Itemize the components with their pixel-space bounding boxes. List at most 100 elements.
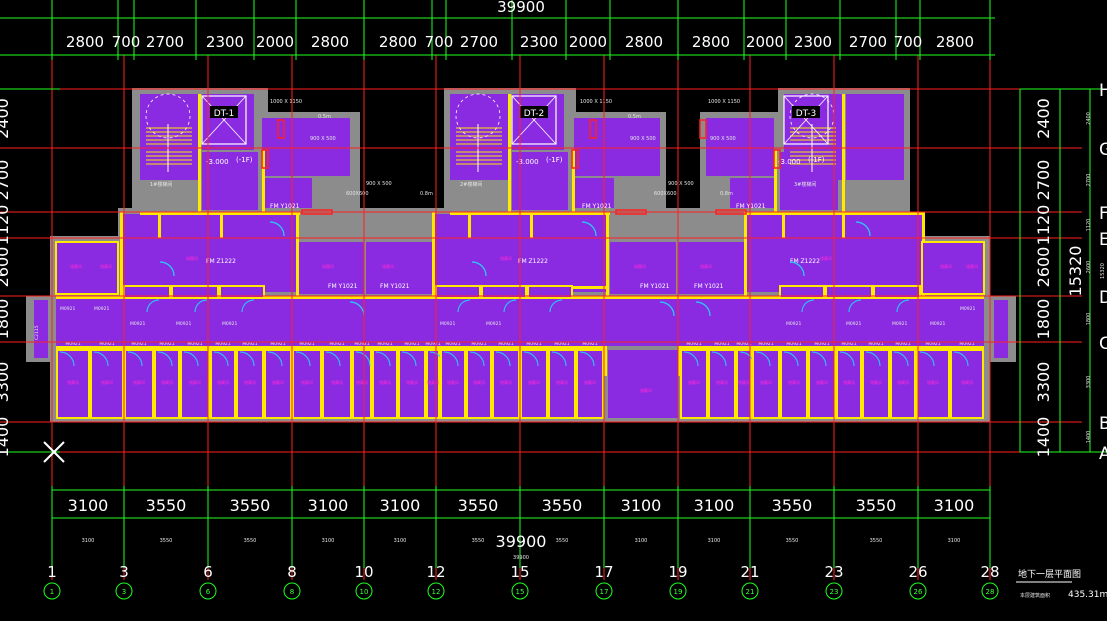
storage-cell [180,349,210,419]
yellow-wall [782,214,785,238]
door-tag: M0921 [425,341,440,347]
door-swing-icon [146,299,160,313]
door-swing-icon [241,299,255,313]
door-tag: M0921 [736,341,751,347]
column-axis-bubble-label: 17 [600,588,609,596]
door-swing-icon [269,221,285,237]
door-swing-icon [551,351,567,367]
right-dim-value: 2400 [1034,98,1053,139]
room-label: 储藏间 [382,263,394,269]
column-axis-label: 12 [426,563,445,581]
yellow-wall [432,212,435,296]
room-label: 储藏间 [70,263,82,269]
bottom-small-dim: 3550 [244,538,257,544]
top-dim-value: 700 [894,33,923,51]
storage-cell [708,349,736,419]
yellow-wall [296,212,299,296]
door-tag: M0921 [714,341,729,347]
left-dim-value: 1800 [0,299,12,340]
door-swing-icon [683,351,699,367]
room-area [846,94,904,180]
small-cell [873,285,921,299]
room-label: 储藏间 [500,255,512,261]
yellow-wall [508,94,511,212]
door-tag: M0921 [299,341,314,347]
right-small-dim: 2600 [1086,261,1092,274]
right-dim-value: 1400 [1034,417,1053,458]
storage-cell [576,349,604,419]
small-cell [527,285,573,299]
storage-cell [548,349,576,419]
storage-cell-label: 储藏间 [738,379,750,385]
door-tag: M0921 [786,321,801,327]
axis-bubble-icon [981,582,999,600]
row-axis-label: A [1099,444,1107,464]
yellow-wall [468,214,471,238]
bottom-total-dim: 39900 [496,532,547,551]
room-area [608,350,678,418]
left-dim-value: 1400 [0,417,12,458]
window-tag: C2115 [34,325,40,340]
door-swing-icon [811,351,827,367]
room-area [706,118,774,176]
row-axis-label: G [1099,140,1107,160]
duct-note: 0.8m [420,191,433,197]
area-label: 本层建筑面积 [1020,592,1050,599]
right-total-dim: 15320 [1066,246,1085,297]
storage-cell-label: 储藏间 [961,379,973,385]
cross-marker-icon [43,441,65,463]
door-swing-icon [457,299,471,313]
top-dim-value: 2300 [520,33,558,51]
duct-note: 1000 X 1150 [708,99,740,105]
yellow-wall [744,212,747,296]
top-dim-value: 2300 [206,33,244,51]
door-tag: M0921 [65,341,80,347]
top-dim-value: 2000 [746,33,784,51]
storage-cell [322,349,352,419]
axis-bubble-icon [595,582,613,600]
storage-cell [736,349,752,419]
small-cell [481,285,527,299]
top-dim-value: 2700 [460,33,498,51]
left-dim-value: 2700 [0,160,12,201]
column-axis-bubble-label: 10 [360,588,369,596]
door-tag: M0921 [94,306,109,312]
yellow-wall [842,214,845,238]
row-axis-label: E [1099,230,1107,250]
storage-cell-label: 储藏间 [473,379,485,385]
storage-cell-label: 储藏间 [716,379,728,385]
door-tag: M0921 [846,321,861,327]
door-swing-icon [93,351,109,367]
storage-cell-label: 储藏间 [897,379,909,385]
stair-arc [145,93,191,139]
room-area [610,242,676,294]
door-swing-icon [919,351,935,367]
storage-cell [890,349,916,419]
door-tag: M0921 [354,341,369,347]
door-swing-icon [471,261,487,277]
room-area [678,242,744,294]
door-swing-icon [783,351,799,367]
top-dim-value: 700 [425,33,454,51]
door-tag: M0921 [99,341,114,347]
small-cell [779,285,825,299]
axis-bubble-icon [825,582,843,600]
door-tag: M0921 [960,306,975,312]
yellow-wall [220,214,223,238]
bottom-dim-value: 3550 [146,496,187,515]
door-tag: FM Y1021 [380,283,410,290]
elevator-tag-bg [520,106,548,118]
storage-cell-label: 储藏间 [427,379,439,385]
door-swing-icon [127,351,143,367]
bottom-dim-value: 3100 [621,496,662,515]
duct-note: 900 X 500 [310,136,336,142]
yellow-wall [262,150,265,212]
right-dim-value: 2600 [1034,247,1053,288]
door-swing-icon [295,351,311,367]
door-tag: M0921 [895,341,910,347]
right-dim-value: 1800 [1034,299,1053,340]
yellow-wall [140,212,300,215]
duct-note: 600X600 [346,191,369,197]
